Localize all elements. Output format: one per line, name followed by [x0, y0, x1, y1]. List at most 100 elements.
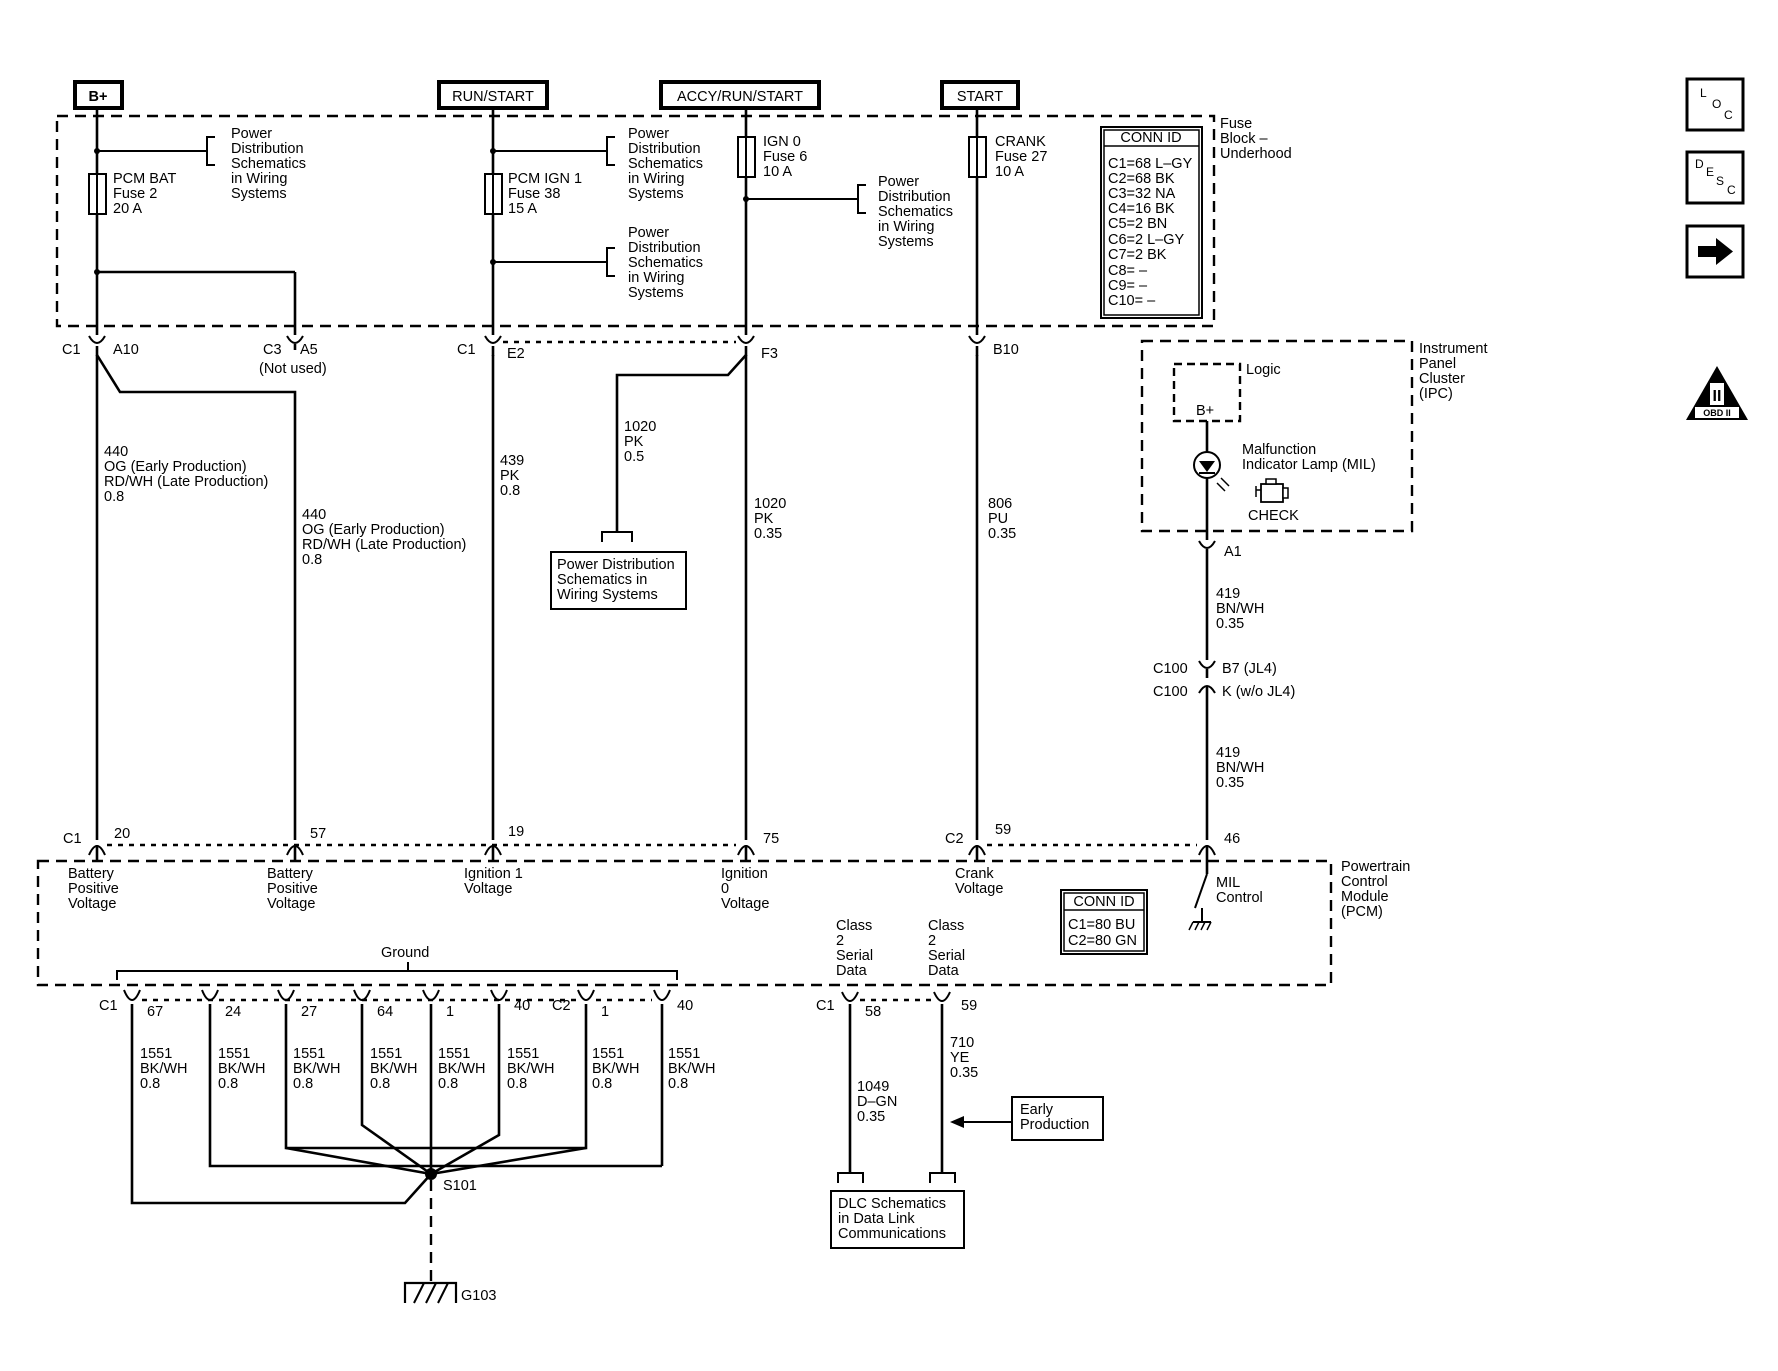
- power-dist-ref-line: in Wiring: [231, 171, 287, 187]
- serial-data-pins: [837, 991, 956, 1183]
- pcm-input-line: Ignition 1: [464, 866, 523, 882]
- dlc-box: DLC Schematics in Data Link Communicatio…: [830, 1190, 965, 1249]
- wire-label-line: 0.8: [438, 1076, 458, 1092]
- wire-label-line: PU: [988, 511, 1008, 527]
- power-dist-ref-line: Systems: [231, 186, 287, 202]
- wire-label-line: 440: [104, 444, 128, 460]
- pcm-serial-line: 2: [928, 933, 936, 949]
- ground-pin: 24: [225, 1004, 241, 1020]
- pcm-pin-19: 19: [508, 824, 524, 840]
- wire-label-line: 0.8: [500, 483, 520, 499]
- obd-label: OBD II: [1703, 408, 1731, 418]
- pcm-input-line: Voltage: [721, 896, 769, 912]
- wire-label-line: 0.8: [293, 1076, 313, 1092]
- bplus-label: B+: [89, 89, 108, 105]
- loc-button[interactable]: L O C: [1685, 77, 1745, 132]
- wire-label-line: BN/WH: [1216, 760, 1264, 776]
- fuse-block-conn-id-table: CONN ID C1=68 L–GY C2=68 BK C3=32 NA C4=…: [1100, 126, 1203, 319]
- pcm-outline: [36, 859, 1333, 987]
- serial-pin-c1: C1: [816, 998, 835, 1014]
- wire-label-line: RD/WH (Late Production): [104, 474, 268, 490]
- wire-label-line: BK/WH: [293, 1061, 341, 1077]
- wire-label-line: 419: [1216, 745, 1240, 761]
- wire-label-line: OG (Early Production): [302, 522, 445, 538]
- pcm-serial-line: Data: [836, 963, 868, 979]
- wire-label-line: BK/WH: [438, 1061, 486, 1077]
- power-dist-ref-line: in Wiring: [878, 219, 934, 235]
- wire-label-line: 1020: [624, 419, 656, 435]
- c100-k: K (w/o JL4): [1222, 684, 1295, 700]
- ground-pin: 40: [677, 998, 693, 1014]
- splice-s101: S101: [443, 1178, 477, 1194]
- power-dist-ref-1: Power Distribution Schematics in Wiring …: [231, 126, 306, 202]
- check-label: CHECK: [1248, 508, 1299, 524]
- power-dist-box-line: Wiring Systems: [557, 587, 658, 603]
- early-production-line: Production: [1020, 1117, 1089, 1133]
- ipc-logic-label: Logic: [1246, 362, 1281, 378]
- mil-label: Malfunction: [1242, 442, 1316, 458]
- wire-label-line: BN/WH: [1216, 601, 1264, 617]
- pcm-serial-1: Class 2 Serial Data: [836, 918, 873, 979]
- mil-lamp-icon: [1193, 451, 1230, 492]
- power-dist-ref-line: Power: [231, 126, 272, 142]
- pcm-input-line: Voltage: [267, 896, 315, 912]
- fuse-ign0-label: Fuse 6: [763, 149, 807, 165]
- wire-label-line: D–GN: [857, 1094, 897, 1110]
- fuse-block-label-line: Underhood: [1220, 146, 1292, 162]
- pcm-pin-57: 57: [310, 826, 326, 842]
- ipc-label-line: (IPC): [1419, 386, 1453, 402]
- fuse-pcm-ign1-label: 15 A: [508, 201, 537, 217]
- check-engine-icon: [1255, 478, 1289, 503]
- power-dist-ref-line: Schematics: [231, 156, 306, 172]
- pcm-label-line: Module: [1341, 889, 1389, 905]
- circuit-ign0: [601, 110, 866, 840]
- wire-label-line: 440: [302, 507, 326, 523]
- term-a10: A10: [113, 342, 139, 358]
- dlc-box-line: DLC Schematics: [838, 1196, 946, 1212]
- wire-label-line: 1551: [668, 1046, 700, 1062]
- ground-pin: 1: [446, 1004, 454, 1020]
- pcm-input-line: Crank: [955, 866, 994, 882]
- ground-pin: 1: [601, 1004, 609, 1020]
- conn-id-row: C6=2 L–GY: [1108, 232, 1185, 248]
- fuse-crank-label: CRANK: [995, 134, 1046, 150]
- c100-connector: [1198, 660, 1216, 840]
- ground-wires: [130, 1004, 664, 1283]
- fuse-ign0-label: 10 A: [763, 164, 792, 180]
- fuse-crank-label: Fuse 27: [995, 149, 1047, 165]
- mil-label: Indicator Lamp (MIL): [1242, 457, 1376, 473]
- obd-numeral: II: [1713, 388, 1722, 405]
- wire-label-line: BK/WH: [140, 1061, 188, 1077]
- pcm-input-line: Positive: [267, 881, 318, 897]
- power-source-bplus: B+: [73, 80, 124, 110]
- serial-pin-58: 58: [865, 1004, 881, 1020]
- conn-id-row: C2=68 BK: [1108, 171, 1175, 187]
- wire-label-line: 1551: [592, 1046, 624, 1062]
- wire-label-line: RD/WH (Late Production): [302, 537, 466, 553]
- power-dist-ref-line: Systems: [878, 234, 934, 250]
- desc-button[interactable]: D E S C: [1685, 150, 1745, 205]
- power-source-start: START: [940, 80, 1020, 110]
- power-dist-ref-3: Power Distribution Schematics in Wiring …: [628, 225, 703, 301]
- wire-label-line: PK: [500, 468, 520, 484]
- wire-label-line: YE: [950, 1050, 970, 1066]
- power-dist-ref-2: Power Distribution Schematics in Wiring …: [628, 126, 703, 202]
- conn-id-row: C9= –: [1108, 278, 1148, 294]
- ipc-label: Instrument Panel Cluster (IPC): [1419, 341, 1488, 402]
- wire-label-line: 0.35: [1216, 616, 1244, 632]
- pcm-input-mil: MIL Control: [1216, 875, 1263, 906]
- wire-label-line: 0.8: [668, 1076, 688, 1092]
- wire-label-line: 0.35: [950, 1065, 978, 1081]
- pcm-input-line: Voltage: [464, 881, 512, 897]
- ipc-label-line: Instrument: [1419, 341, 1488, 357]
- dlc-box-line: Communications: [838, 1226, 946, 1242]
- pcm-label: Powertrain Control Module (PCM): [1341, 859, 1410, 920]
- wire-label-line: 439: [500, 453, 524, 469]
- next-arrow-button[interactable]: [1685, 224, 1745, 279]
- fuse-block-label-line: Block –: [1220, 131, 1268, 147]
- desc-letter: D: [1695, 157, 1704, 171]
- obd-ii-badge[interactable]: II OBD II: [1686, 366, 1748, 420]
- circuit-crank: [968, 110, 987, 840]
- ground-pin-c2: C2: [552, 998, 571, 1014]
